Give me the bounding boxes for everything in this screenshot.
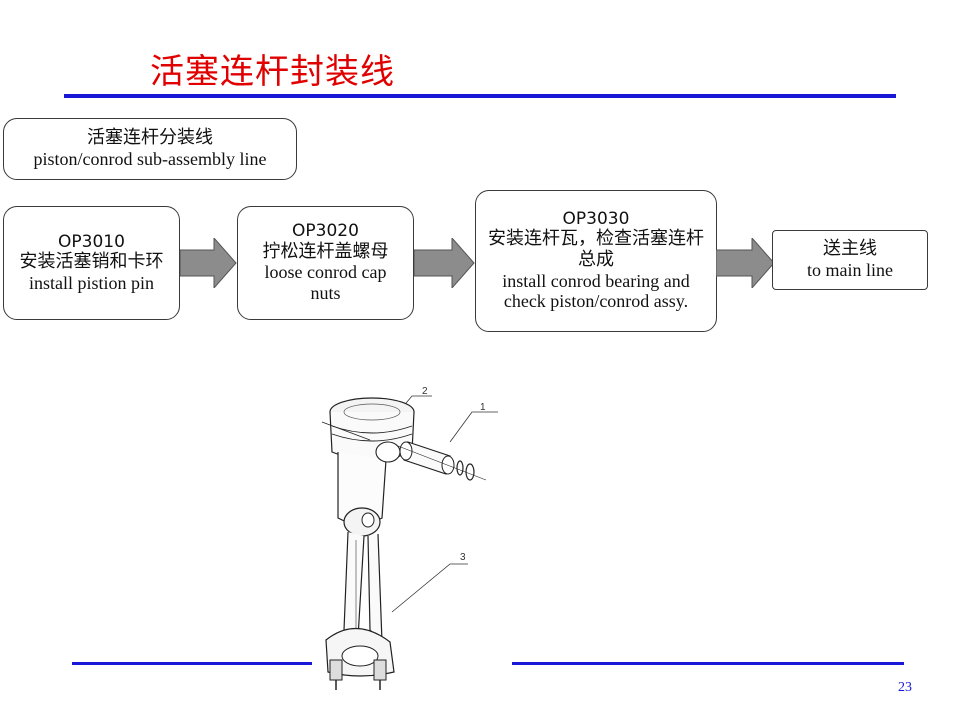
page-title: 活塞连杆封装线: [150, 52, 395, 92]
step-cn-text: 安装连杆瓦，检查活塞连杆总成: [488, 228, 704, 271]
title-divider: [64, 94, 896, 98]
step-op3020: OP3020 拧松连杆盖螺母 loose conrod cap nuts: [237, 206, 414, 320]
step-op-code: OP3030: [562, 208, 630, 229]
step-cn-text: 拧松连杆盖螺母: [262, 240, 389, 262]
step-cn-text: 安装活塞销和卡环: [19, 251, 164, 273]
part-label-3: 3: [460, 552, 466, 563]
piston-conrod-drawing: 2 1 3: [321, 386, 498, 690]
step-en-text: install pistion pin: [28, 272, 154, 293]
step-op-code: OP3010: [58, 231, 125, 252]
footer-divider-right: [512, 662, 904, 665]
subassembly-line-en: piston/conrod sub-assembly line: [33, 149, 267, 169]
main-line-cn: 送主线: [823, 238, 877, 260]
step-op-code: OP3020: [292, 221, 359, 242]
flow-arrow-icon: [180, 238, 237, 288]
subassembly-line-cn: 活塞连杆分装线: [87, 127, 213, 149]
page-number: 23: [898, 680, 912, 695]
main-line-en: to main line: [807, 260, 893, 280]
footer-divider-left: [72, 662, 312, 665]
step-en-text: install conrod bearing and check piston/…: [502, 270, 690, 312]
subassembly-line-box: 活塞连杆分装线 piston/conrod sub-assembly line: [3, 118, 297, 180]
step-en-text: loose conrod cap nuts: [264, 262, 387, 304]
part-label-2: 2: [422, 386, 428, 397]
main-line-box: 送主线 to main line: [772, 230, 928, 290]
part-label-1: 1: [480, 402, 486, 413]
flow-arrow-icon: [414, 238, 475, 288]
step-op3030: OP3030 安装连杆瓦，检查活塞连杆总成 install conrod bea…: [475, 190, 717, 332]
step-op3010: OP3010 安装活塞销和卡环 install pistion pin: [3, 206, 180, 320]
flow-arrow-icon: [716, 238, 775, 288]
